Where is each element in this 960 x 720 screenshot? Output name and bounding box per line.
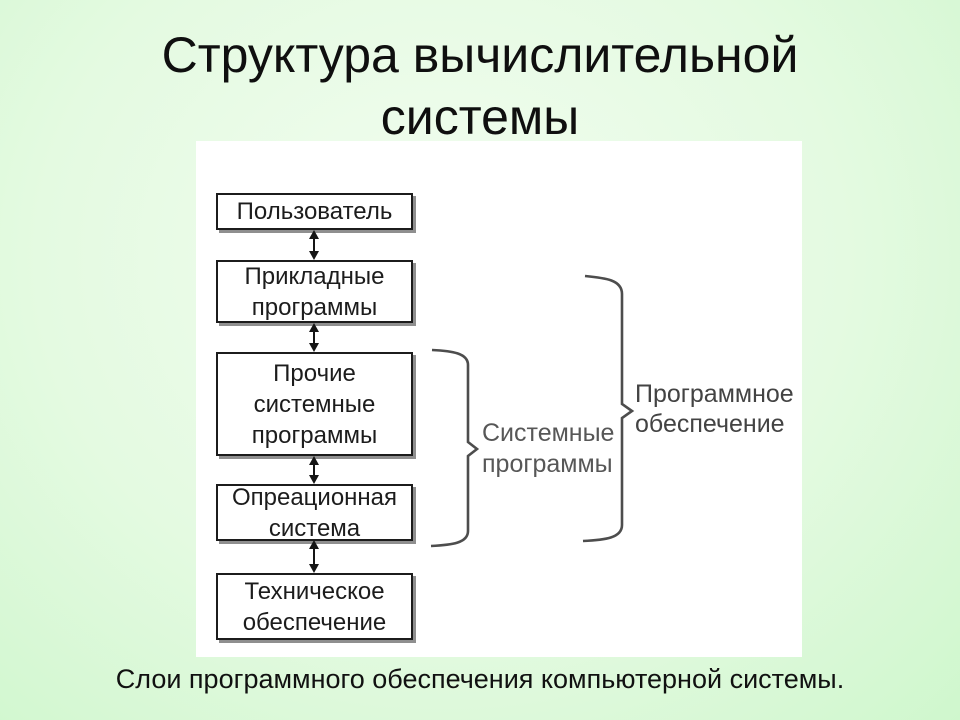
system-programs-brace bbox=[430, 348, 480, 548]
double-arrow-icon bbox=[308, 456, 319, 484]
system-programs-label: Системные программы bbox=[482, 418, 614, 480]
group-label-line: программы bbox=[482, 450, 613, 478]
box-operating-system: Опреационная система bbox=[216, 483, 413, 542]
box-label-line: системные bbox=[253, 390, 376, 418]
double-arrow-icon bbox=[308, 540, 319, 573]
slide-title: Структура вычислительной системы bbox=[0, 24, 960, 148]
group-label-line: обеспечение bbox=[635, 410, 785, 438]
box-label-line: Прочие bbox=[273, 359, 356, 387]
box-label-line: программы bbox=[251, 293, 378, 321]
box-label-line: Пользователь bbox=[236, 198, 393, 225]
slide-caption: Слои программного обеспечения компьютерн… bbox=[115, 664, 845, 694]
group-label-line: Системные bbox=[482, 419, 615, 447]
software-label: Программное обеспечение bbox=[635, 379, 794, 439]
diagram-panel: Пользователь Прикладные программы Прочие… bbox=[196, 141, 802, 657]
box-other-system-programs: Прочие системные программы bbox=[216, 352, 413, 456]
box-label-line: Прикладные bbox=[244, 262, 385, 290]
box-hardware: Техническое обеспечение bbox=[216, 573, 413, 640]
box-label-line: система bbox=[268, 514, 361, 542]
software-brace bbox=[582, 274, 635, 543]
double-arrow-icon bbox=[308, 323, 319, 352]
box-user: Пользователь bbox=[216, 193, 413, 230]
title-line: системы bbox=[380, 89, 580, 145]
box-application-programs: Прикладные программы bbox=[216, 260, 413, 323]
box-label-line: программы bbox=[251, 421, 378, 449]
group-label-line: Программное bbox=[635, 380, 794, 408]
box-label-line: обеспечение bbox=[242, 608, 387, 636]
box-label-line: Техническое bbox=[244, 577, 385, 605]
double-arrow-icon bbox=[308, 230, 319, 260]
title-line: Структура вычислительной bbox=[161, 27, 799, 83]
box-label-line: Опреационная bbox=[231, 483, 398, 511]
